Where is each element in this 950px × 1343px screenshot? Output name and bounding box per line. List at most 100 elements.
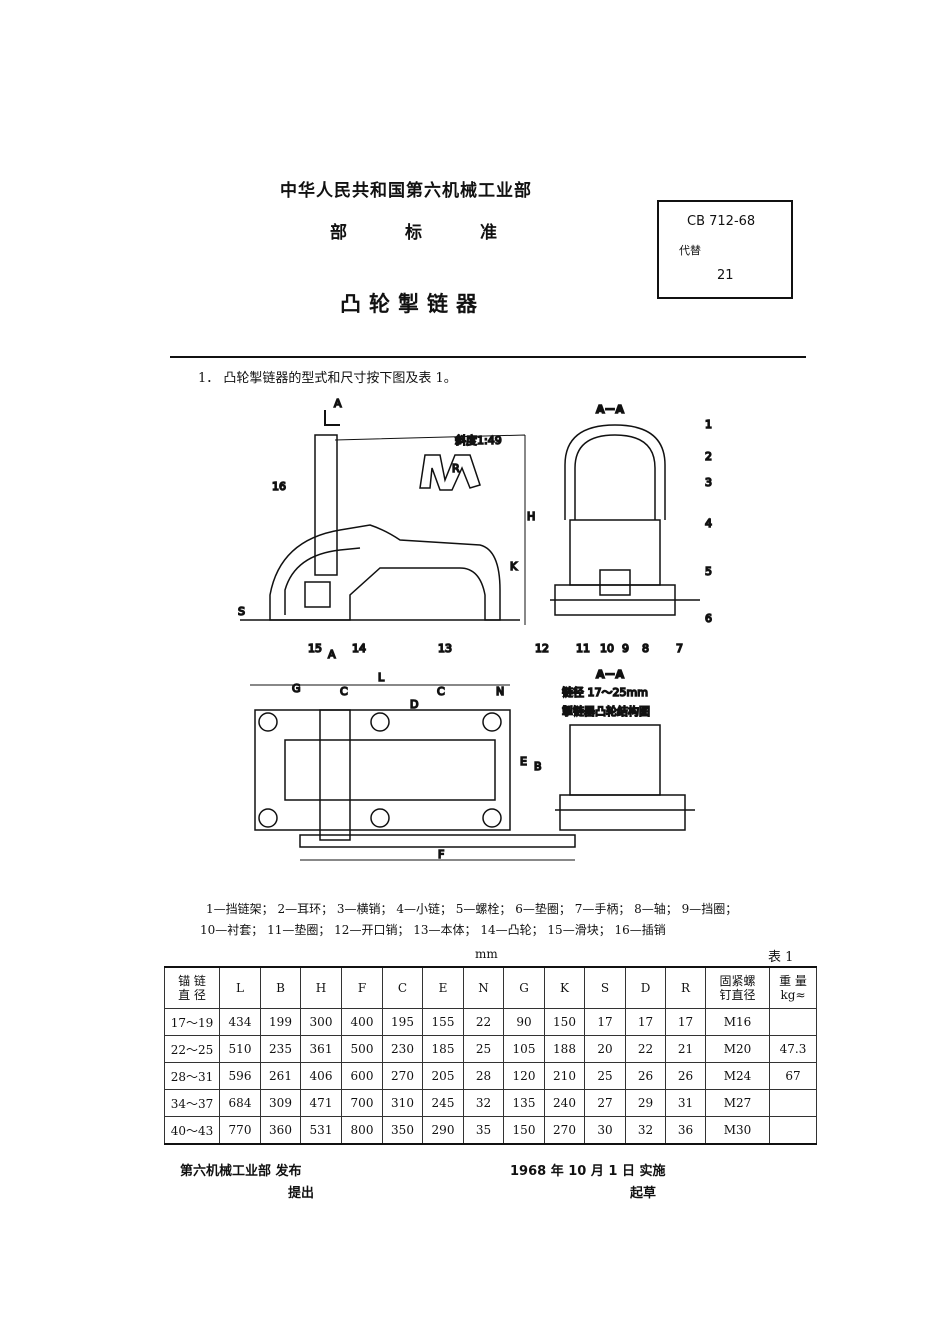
table-cell: 360 (260, 1116, 301, 1145)
proposer: 提出 (288, 1186, 315, 1201)
dim-label: C (437, 685, 445, 698)
dim-label: G (292, 682, 301, 695)
table-cell (769, 1116, 817, 1145)
table-cell: 150 (544, 1008, 585, 1036)
table-cell: 406 (300, 1062, 342, 1090)
table-cell: 261 (260, 1062, 301, 1090)
side-label: A (328, 648, 336, 661)
table-cell: 310 (382, 1089, 423, 1117)
dim-label: D (410, 698, 418, 711)
table-cell: 31 (665, 1089, 706, 1117)
table-header-cell: S (584, 966, 626, 1009)
table-cell: M20 (705, 1035, 770, 1063)
table-cell: 270 (544, 1116, 585, 1145)
dim-label: L (378, 671, 385, 684)
table-cell: 67 (769, 1062, 817, 1090)
table-cell: 26 (665, 1062, 706, 1090)
table-cell: 700 (341, 1089, 383, 1117)
code-box: CB 712-68 代替 21 (657, 200, 793, 299)
table-cell: 800 (341, 1116, 383, 1145)
side-label: S (238, 605, 245, 618)
standard-type-char: 准 (480, 223, 497, 243)
part-number: 12 (535, 642, 549, 655)
table-cell: 32 (463, 1089, 504, 1117)
dim-label: B (534, 760, 542, 773)
table-header-cell: R (665, 966, 706, 1009)
table-header-cell: G (503, 966, 545, 1009)
detail-caption: 掣链器凸轮结构图 (562, 704, 650, 718)
section-title: A－A (596, 403, 625, 416)
table-header-cell: E (422, 966, 464, 1009)
table-cell: 596 (219, 1062, 261, 1090)
table-cell: 510 (219, 1035, 261, 1063)
table-cell: 17～19 (164, 1008, 220, 1036)
standard-type: 部标准 (330, 218, 555, 243)
part-number: 4 (705, 517, 712, 530)
table-cell: M24 (705, 1062, 770, 1090)
detail-caption: 链径 17～25mm (562, 685, 648, 699)
table-cell: 120 (503, 1062, 545, 1090)
side-view (240, 410, 526, 625)
dim-label: N (496, 685, 504, 698)
table-header-cell: K (544, 966, 585, 1009)
table-cell: 22 (463, 1008, 504, 1036)
plan-view (250, 684, 576, 861)
table-cell: 135 (503, 1089, 545, 1117)
table-cell: 309 (260, 1089, 301, 1117)
table-header-cell: 重 量 kg≈ (769, 966, 817, 1009)
side-label: 15 (308, 642, 322, 655)
side-label: H (527, 510, 535, 523)
dim-label: E (520, 755, 527, 768)
drafter: 起草 (630, 1186, 657, 1201)
table-cell: 36 (665, 1116, 706, 1145)
table-cell: M27 (705, 1089, 770, 1117)
side-label: 14 (352, 642, 366, 655)
part-number: 8 (642, 642, 649, 655)
table-cell: 195 (382, 1008, 423, 1036)
table-cell: 684 (219, 1089, 261, 1117)
divider (170, 356, 806, 358)
table-header-cell: B (260, 966, 301, 1009)
table-cell: M16 (705, 1008, 770, 1036)
effective-date: 1968 年 10 月 1 日 实施 (510, 1164, 666, 1179)
table-cell: 28～31 (164, 1062, 220, 1090)
table-header-cell: H (300, 966, 342, 1009)
table-cell (769, 1008, 817, 1036)
parts-legend-line-1: 1—挡链架； 2—耳环； 3—横销； 4—小链； 5—螺栓； 6—垫圈； 7—手… (206, 902, 738, 916)
table-unit: mm (475, 947, 498, 961)
side-label: A (334, 397, 342, 410)
table-cell: 245 (422, 1089, 464, 1117)
table-cell: 205 (422, 1062, 464, 1090)
standard-type-char: 部 (330, 223, 347, 243)
table-cell: 21 (665, 1035, 706, 1063)
table-cell: 434 (219, 1008, 261, 1036)
table-cell: 47.3 (769, 1035, 817, 1063)
table-cell (769, 1089, 817, 1117)
replaces-label: 代替 (679, 244, 701, 257)
side-label: K (510, 560, 518, 573)
table-cell: 28 (463, 1062, 504, 1090)
table-cell: 770 (219, 1116, 261, 1145)
table-header-cell: N (463, 966, 504, 1009)
table-cell: 17 (625, 1008, 666, 1036)
part-number: 6 (705, 612, 712, 625)
table-cell: 300 (300, 1008, 342, 1036)
table-header-cell: 锚 链 直 径 (164, 966, 220, 1009)
table-header-cell: D (625, 966, 666, 1009)
side-label: 斜度1:49 (455, 433, 502, 447)
table-header-cell: 固紧螺 钉直径 (705, 966, 770, 1009)
table-cell: 290 (422, 1116, 464, 1145)
part-number: 7 (676, 642, 683, 655)
dim-label: C (340, 685, 348, 698)
table-cell: 40～43 (164, 1116, 220, 1145)
table-cell: 17 (665, 1008, 706, 1036)
table-header-cell: F (341, 966, 383, 1009)
table-cell: 230 (382, 1035, 423, 1063)
table-cell: 270 (382, 1062, 423, 1090)
table-cell: 34～37 (164, 1089, 220, 1117)
table-cell: 155 (422, 1008, 464, 1036)
